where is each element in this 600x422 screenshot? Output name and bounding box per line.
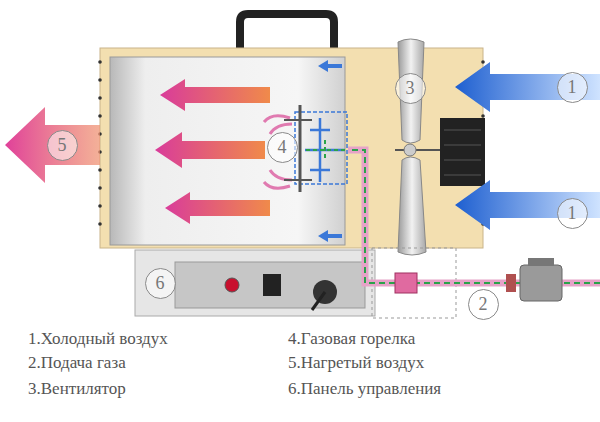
legend-entry: 1.Холодный воздух <box>28 329 168 349</box>
switch <box>263 274 281 296</box>
heater-body <box>100 48 483 248</box>
fitting <box>506 274 516 292</box>
legend-entry: 2.Подача газа <box>28 353 126 373</box>
hot-air-arrow <box>160 79 270 111</box>
callout-number: 4 <box>278 137 287 158</box>
combustion-chamber <box>110 57 345 245</box>
callout-circle: 2 <box>468 289 499 320</box>
callout-number: 2 <box>479 294 488 315</box>
callout-circle: 4 <box>267 132 298 163</box>
callout-number: 1 <box>568 203 577 224</box>
cold-air-arrow <box>455 180 600 230</box>
gas-pipe <box>348 150 600 283</box>
callout-circle: 6 <box>145 268 176 299</box>
gas-burner <box>264 105 347 192</box>
power-button <box>225 278 239 292</box>
handle <box>240 14 334 52</box>
callout-number: 1 <box>568 77 577 98</box>
base <box>135 250 375 316</box>
cord <box>312 292 325 310</box>
hot-air-arrow <box>155 132 265 168</box>
callout-number: 6 <box>156 273 165 294</box>
fan-motor <box>440 118 485 186</box>
gas-valve <box>395 273 417 293</box>
callout-circle: 1 <box>557 198 588 229</box>
regulator-cap <box>528 258 554 266</box>
heated-air-arrow <box>5 107 100 183</box>
callout-circle: 5 <box>47 130 78 161</box>
legend-entry: 6.Панель управления <box>288 379 441 399</box>
cold-air-arrow <box>455 62 600 112</box>
callout-circle: 1 <box>557 72 588 103</box>
motor-fins <box>444 130 481 175</box>
legend-entry: 4.Газовая горелка <box>288 329 415 349</box>
callout-circle: 3 <box>395 73 426 104</box>
control-panel <box>175 262 365 308</box>
callout-number: 5 <box>58 135 67 156</box>
fan <box>395 39 440 255</box>
legend-entry: 5.Нагретый воздух <box>288 353 424 373</box>
callout-number: 3 <box>406 78 415 99</box>
gas-flow <box>348 150 600 283</box>
hot-air-arrow <box>165 192 270 224</box>
legend-entry: 3.Вентилятор <box>28 379 126 399</box>
gas-regulator <box>520 265 562 301</box>
